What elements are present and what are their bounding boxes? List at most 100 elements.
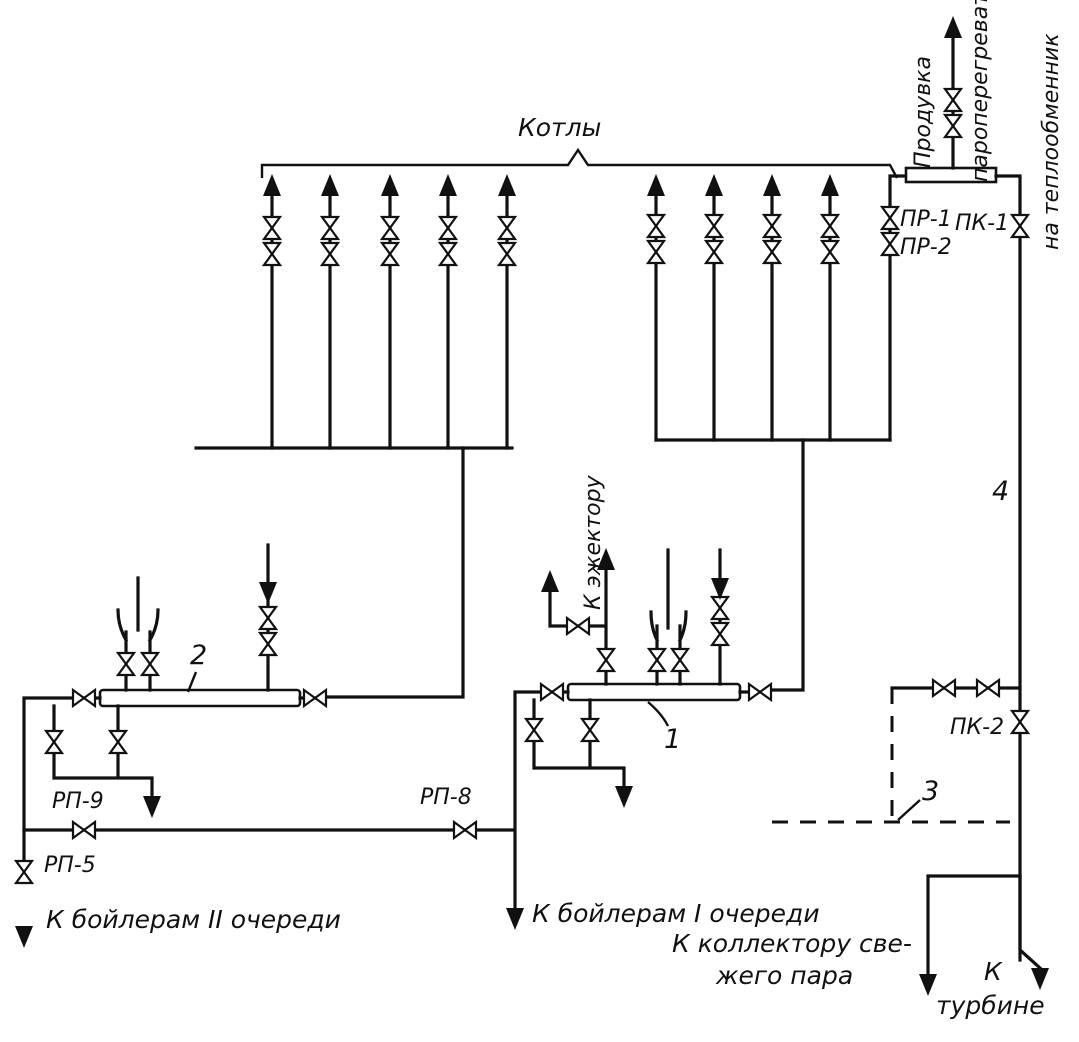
valve-icon: [319, 241, 341, 267]
label-pk1: ПК-1: [955, 211, 1009, 236]
arrow-up-icon: [821, 174, 839, 196]
valve-icon: [257, 631, 279, 657]
pr1-valve-icon: [879, 205, 901, 231]
arrow-down-icon: [1031, 968, 1049, 990]
valve-icon: [703, 239, 725, 265]
valve-icon: [379, 215, 401, 241]
arrow-down-icon: [259, 582, 277, 604]
boilers-brace: [260, 147, 899, 179]
label-boilers: Котлы: [518, 113, 601, 142]
valve-icon: [107, 729, 129, 755]
valve-icon: [819, 239, 841, 265]
valve-icon: [319, 215, 341, 241]
rp8-valve-icon: [452, 819, 478, 841]
valve-icon: [523, 717, 545, 743]
blowdown-valve-icon: [942, 113, 964, 139]
valve-icon: [709, 595, 731, 621]
valve-icon: [703, 213, 725, 239]
label-rp5: РП-5: [44, 853, 96, 878]
right-main-line: [764, 438, 805, 692]
label-number-1: 1: [664, 724, 681, 755]
right-boiler-group: [654, 184, 892, 692]
rp5-valve-icon: [13, 859, 35, 885]
header-1: [566, 682, 742, 702]
header-1-drain: [532, 698, 626, 802]
valve-icon: [761, 239, 783, 265]
arrow-down-icon: [506, 908, 524, 930]
arrow-up-icon: [498, 174, 516, 196]
valve-icon: [257, 605, 279, 631]
arrow-down-icon: [15, 926, 33, 948]
arrow-up-icon: [381, 174, 399, 196]
header-2-leader: [186, 671, 198, 693]
valve-icon: [975, 677, 1001, 699]
label-collector-line2: жего пара: [715, 961, 853, 990]
label-turbine-line2: турбине: [936, 991, 1045, 1020]
pk1-valve-icon: [1009, 213, 1031, 239]
label-rp8: РП-8: [420, 785, 472, 810]
header-2-inlet-fork: [116, 576, 160, 643]
arrow-up-icon: [439, 174, 457, 196]
header-1-assembly: [513, 548, 768, 914]
label-pk2: ПК-2: [950, 715, 1004, 740]
dynamic-symbols: [13, 16, 1049, 996]
label-number-2: 2: [190, 640, 207, 671]
label-heat-exchanger: на теплообменник: [1039, 33, 1064, 250]
arrow-down-icon: [143, 796, 161, 818]
arrow-up-icon: [321, 174, 339, 196]
valve-icon: [115, 651, 137, 677]
arrow-down-icon: [711, 578, 729, 600]
label-boilers-ii: К бойлерам II очереди: [46, 905, 341, 934]
label-boilers-i: К бойлерам I очереди: [532, 899, 820, 928]
valve-icon: [302, 687, 328, 709]
valve-icon: [437, 241, 459, 267]
turbine-line: [1018, 874, 1043, 971]
valve-icon: [761, 213, 783, 239]
arrow-up-icon: [763, 174, 781, 196]
arrow-up-icon: [597, 548, 615, 570]
label-pr2: ПР-2: [900, 235, 952, 260]
valve-icon: [645, 213, 667, 239]
blowdown-valve-icon: [942, 87, 964, 113]
rp9-valve-icon: [71, 819, 97, 841]
valve-icon: [579, 717, 601, 743]
valve-icon: [565, 615, 591, 637]
header-2: [98, 688, 302, 708]
pr-line: [888, 174, 908, 207]
valve-icon: [437, 215, 459, 241]
arrow-up-icon: [541, 570, 559, 592]
valve-icon: [747, 681, 773, 703]
label-blowdown: Продувка: [911, 56, 936, 168]
collector-branch: [926, 874, 1022, 982]
label-collector-line1: К коллектору све-: [672, 929, 912, 958]
valve-icon: [819, 213, 841, 239]
pr2-valve-icon: [879, 231, 901, 257]
superheater-outlet-line: [994, 174, 1022, 962]
header-2-top-stubs: [124, 630, 152, 692]
pk2-valve-icon: [1009, 709, 1031, 735]
header-1-left-line: [513, 690, 570, 914]
valve-icon: [139, 651, 161, 677]
label-pr1: ПР-1: [900, 207, 952, 232]
valve-icon: [379, 241, 401, 267]
left-boiler-group: [194, 184, 514, 699]
valve-icon: [43, 729, 65, 755]
arrow-up-icon: [944, 16, 962, 38]
leader-3: [897, 799, 921, 821]
arrow-up-icon: [647, 174, 665, 196]
left-main-line: [323, 446, 465, 699]
label-rp9: РП-9: [52, 789, 104, 814]
valve-icon: [595, 647, 617, 673]
arrow-down-icon: [919, 974, 937, 996]
valve-icon: [709, 621, 731, 647]
valve-icon: [71, 687, 97, 709]
valve-icon: [539, 681, 565, 703]
valve-icon: [496, 215, 518, 241]
valve-icon: [261, 241, 283, 267]
valve-icon: [669, 647, 691, 673]
label-turbine-line1: К: [984, 957, 1003, 986]
valve-icon: [261, 215, 283, 241]
right-boiler-risers: [654, 184, 892, 442]
